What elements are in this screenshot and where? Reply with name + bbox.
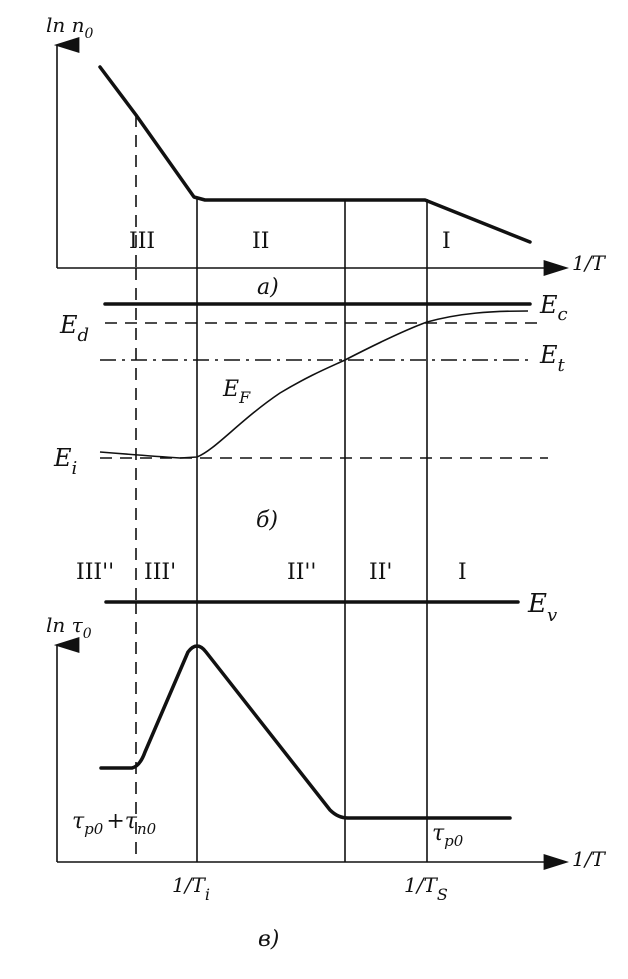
panel-a-y-label: ln n0 [46,13,94,42]
tick-label-TS: 1/TS [404,873,448,904]
label-tau-p0: τp0 [432,821,464,850]
region-I-b: I [458,560,467,585]
region-II2-b: II'' [287,560,316,585]
panel-a-n0-curve [98,65,532,244]
panel-c-x-label: 1/T [572,847,606,871]
label-Et: Et [539,341,566,376]
label-Ei: Ei [53,444,77,479]
label-Ed: Ed [59,311,89,346]
caption-a: а) [257,275,279,300]
region-III-a: III [129,229,155,254]
label-Ev: Ev [527,589,557,626]
region-III2-b: III'' [76,560,114,585]
region-II1-b: II' [369,560,392,585]
region-I-a: I [442,229,451,254]
label-EF: EF [222,377,251,407]
region-III1-b: III' [144,560,176,585]
caption-b: б) [256,508,278,533]
label-Ec: Ec [539,291,568,325]
region-II-a: II [252,229,269,254]
caption-c: в) [258,927,279,952]
panel-c-tau-curve [99,644,512,820]
tick-label-Ti: 1/Ti [172,873,210,904]
panel-c-y-label: ln τ0 [46,613,92,642]
label-tau-sum: τp0+τn0 [72,809,157,838]
panel-a-x-label: 1/T [572,251,606,275]
EF-curve [99,310,529,459]
